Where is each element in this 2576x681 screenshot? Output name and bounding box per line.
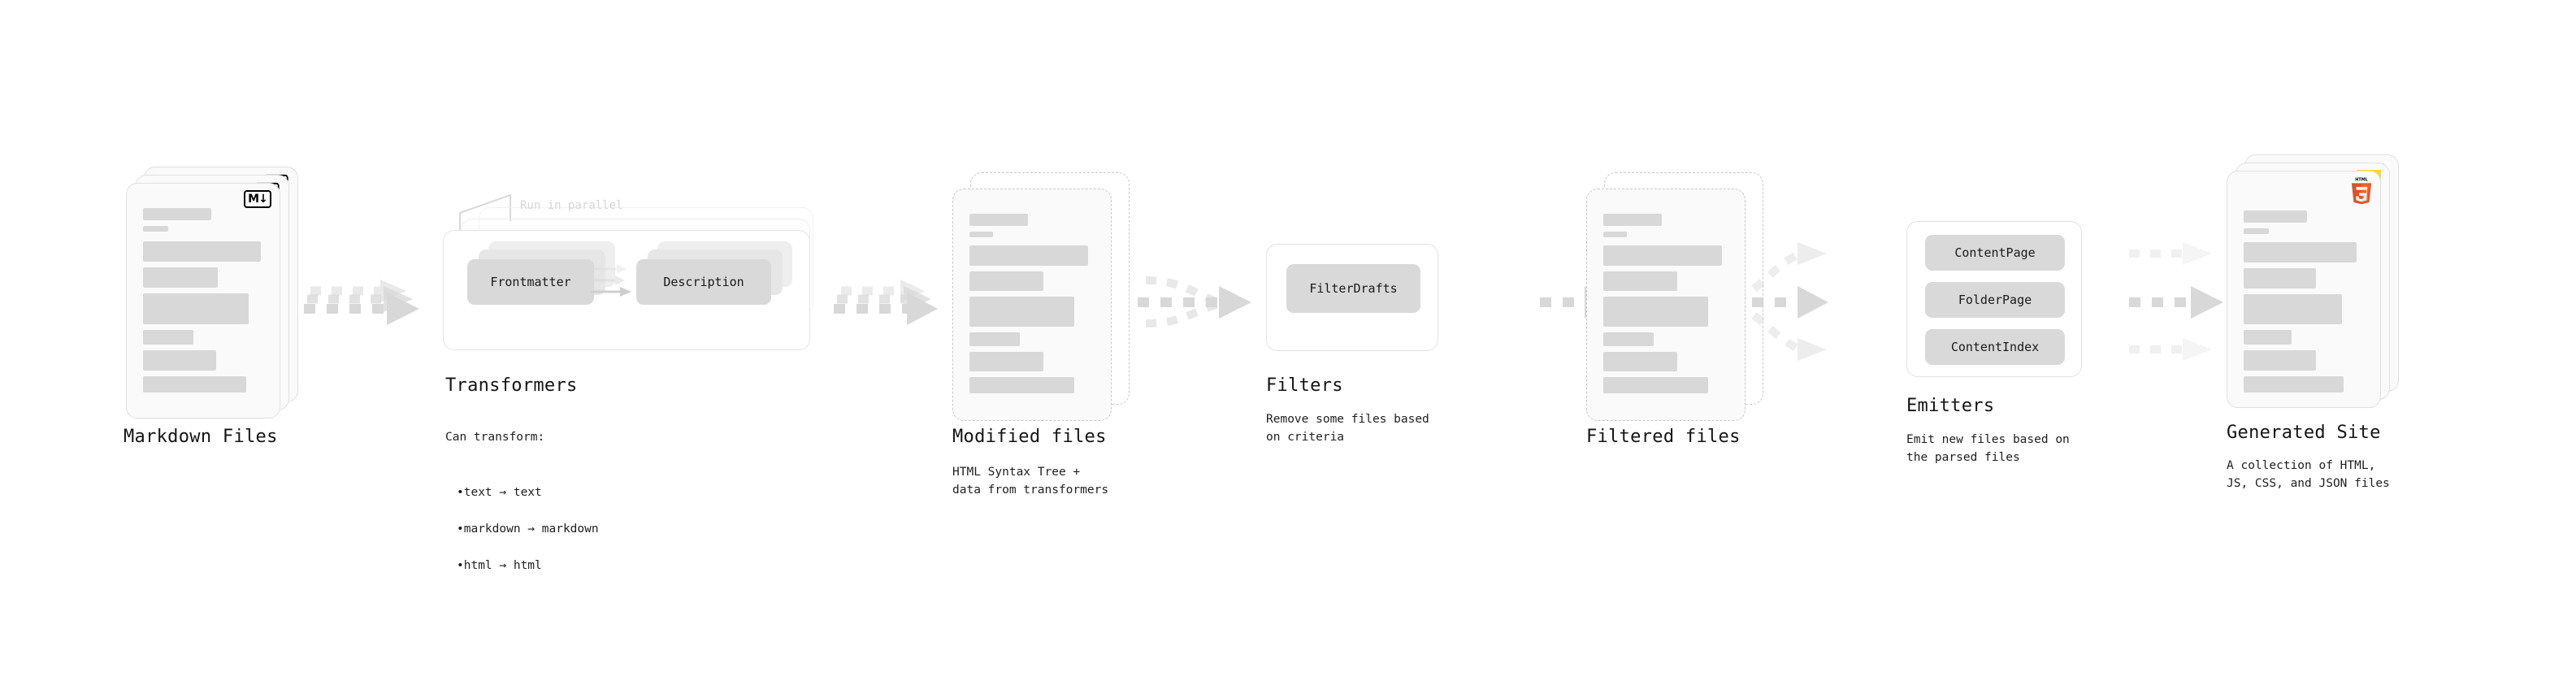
modified-card-front — [952, 189, 1112, 421]
content-line — [143, 208, 212, 220]
filters-caption: Remove some files based on criteria — [1266, 413, 1429, 445]
card-content-lines — [1603, 214, 1728, 399]
stage-title-transformers: Transformers — [445, 375, 578, 396]
filtered-file-stack — [1586, 172, 1765, 432]
generated-site-stack: CSS HTML — [2227, 154, 2401, 423]
transformers-to-modified-arrows — [834, 280, 938, 325]
svg-text:HTML: HTML — [2355, 177, 2367, 182]
transformers-caption-heading: Can transform: — [445, 431, 545, 445]
filters-container: FilterDrafts — [1266, 244, 1438, 351]
filter-chip-filterdrafts[interactable]: FilterDrafts — [1286, 264, 1420, 313]
emitter-chip-folderpage[interactable]: FolderPage — [1925, 282, 2065, 318]
emitters-to-site-arrows — [2129, 242, 2223, 361]
content-line — [1603, 297, 1709, 327]
content-line — [2244, 376, 2344, 393]
content-line — [2244, 268, 2316, 288]
stage-title-emitters: Emitters — [1906, 396, 1995, 416]
stage-title-filtered-files: Filtered files — [1586, 427, 1741, 447]
transformers-caption-list: text → text markdown → markdown html → h… — [445, 465, 599, 592]
content-line — [1603, 271, 1677, 291]
content-line — [969, 352, 1043, 371]
transformers-caption-item: html → html — [457, 557, 599, 575]
content-line — [143, 226, 169, 232]
emitters-container: ContentPage FolderPage ContentIndex — [1906, 221, 2082, 377]
stage-title-modified-files: Modified files — [952, 427, 1107, 447]
content-line — [969, 377, 1075, 393]
content-line — [1603, 232, 1628, 237]
stage-title-generated-site: Generated Site — [2227, 423, 2381, 443]
content-line — [143, 350, 217, 371]
content-line — [143, 376, 247, 393]
generated-site-caption: A collection of HTML, JS, CSS, and JSON … — [2227, 459, 2390, 491]
stage-title-filters: Filters — [1266, 375, 1343, 396]
content-line — [2244, 350, 2316, 371]
content-line — [2244, 242, 2357, 262]
content-line — [969, 271, 1043, 291]
run-in-parallel-label: Run in parallel — [520, 199, 623, 212]
markdown-badge: M↓ — [244, 190, 271, 208]
transformer-chip-frontmatter[interactable]: Frontmatter — [467, 259, 594, 305]
emitter-chip-contentindex[interactable]: ContentIndex — [1925, 329, 2065, 365]
content-line — [969, 245, 1089, 266]
stage-filtered-files — [1586, 172, 1765, 432]
card-content-lines — [2244, 196, 2364, 398]
content-line — [969, 297, 1075, 327]
content-line — [2244, 330, 2292, 345]
stage-title-markdown-files: Markdown Files — [124, 427, 278, 447]
stage-markdown-files: M↓ M↓ M↓ — [126, 167, 298, 427]
stage-modified-files — [952, 172, 1131, 432]
emitters-caption: Emit new files based on the parsed files — [1906, 433, 2070, 465]
content-line — [969, 332, 1020, 346]
html5-badge: HTML — [2351, 177, 2372, 205]
content-line — [143, 267, 218, 288]
filtered-card-front — [1586, 189, 1746, 421]
content-line — [143, 241, 262, 262]
content-line — [143, 330, 194, 345]
modified-files-caption: HTML Syntax Tree + data from transformer… — [952, 466, 1109, 497]
content-line — [1603, 214, 1663, 226]
modified-to-filters-arrows — [1138, 276, 1251, 327]
content-line — [143, 293, 249, 324]
emitter-chip-contentpage[interactable]: ContentPage — [1925, 235, 2065, 271]
transformers-caption-item: markdown → markdown — [457, 520, 599, 538]
content-line — [1603, 332, 1654, 346]
transformers-caption-item: text → text — [457, 484, 599, 501]
content-line — [969, 214, 1029, 226]
content-line — [2244, 210, 2308, 223]
content-line — [969, 232, 994, 237]
markdown-file-stack: M↓ M↓ M↓ — [126, 167, 298, 427]
md-to-transformers-arrows — [304, 280, 419, 325]
transformer-chip-description[interactable]: Description — [636, 259, 771, 305]
content-line — [2244, 228, 2270, 234]
card-content-lines — [969, 214, 1095, 399]
markdown-card-front: M↓ — [126, 183, 280, 419]
transformers-caption: Can transform: text → text markdown → ma… — [445, 410, 599, 611]
stage-generated-site: CSS HTML — [2227, 154, 2401, 423]
modified-file-stack — [952, 172, 1131, 432]
content-line — [1603, 245, 1723, 266]
content-line — [2244, 294, 2343, 324]
content-line — [1603, 352, 1677, 371]
transformer-inner-arrows — [591, 264, 631, 297]
card-content-lines — [143, 208, 263, 398]
generated-card-front: HTML — [2227, 171, 2381, 408]
content-line — [1603, 377, 1709, 393]
